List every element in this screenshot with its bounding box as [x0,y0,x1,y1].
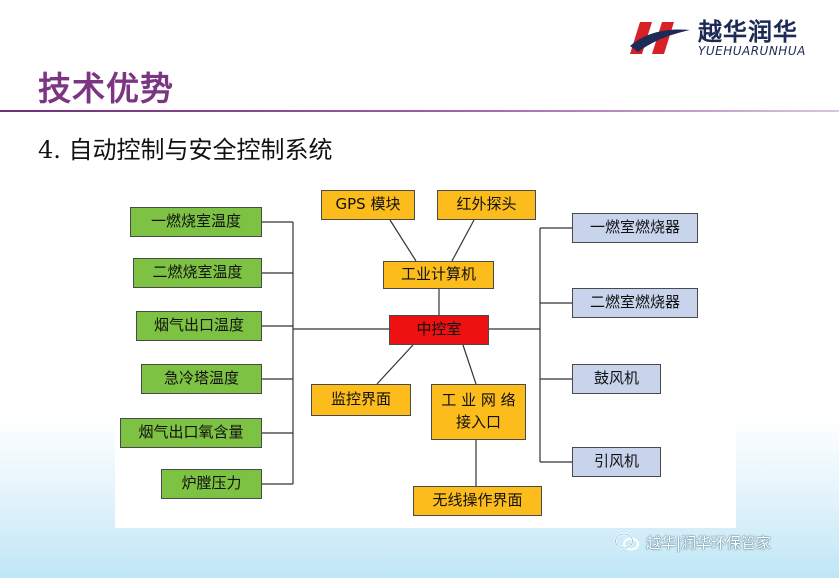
sensor-flue-gas-oxygen-content: 烟气出口氧含量 [120,418,262,448]
sensor-flue-gas-outlet-temperature: 烟气出口温度 [136,311,262,341]
central-control-room: 中控室 [389,315,489,345]
section-heading: 4. 自动控制与安全控制系统 [38,136,333,164]
monitoring-interface: 监控界面 [311,384,411,416]
wechat-icon [614,533,639,551]
page-title: 技术优势 [38,69,174,108]
infrared-probe: 红外探头 [437,190,536,220]
induced-draft-fan: 引风机 [572,447,661,477]
network-access-line-2: 接入口 [455,413,501,431]
sensor-secondary-chamber-temperature: 二燃烧室温度 [133,258,262,288]
brand-name-cn: 越华润华 [698,18,798,46]
sensor-primary-chamber-temperature: 一燃烧室温度 [130,207,262,237]
network-access-line-1: 工 业 网 络 [441,391,516,410]
control-system-diagram: 一燃烧室温度 二燃烧室温度 烟气出口温度 急冷塔温度 烟气出口氧含量 炉膛压力 … [115,180,736,528]
industrial-computer: 工业计算机 [383,261,494,289]
industrial-network-access: 工 业 网 络 接入口 [431,384,526,440]
sensor-quench-tower-temperature: 急冷塔温度 [141,364,262,394]
blower-fan: 鼓风机 [572,364,661,394]
wireless-operation-interface: 无线操作界面 [413,486,542,516]
secondary-chamber-burner: 二燃室燃烧器 [572,288,698,318]
title-divider [0,110,839,112]
watermark: 越华|润华环保管家 [614,531,771,553]
sensor-furnace-pressure: 炉膛压力 [161,469,262,499]
brand-name-en: YUEHUARUNHUA [698,44,806,58]
gps-module: GPS 模块 [321,190,415,220]
connector-lines [262,219,572,486]
watermark-text: 越华|润华环保管家 [646,533,772,552]
brand-logo-icon [630,22,690,54]
primary-chamber-burner: 一燃室燃烧器 [572,213,698,243]
